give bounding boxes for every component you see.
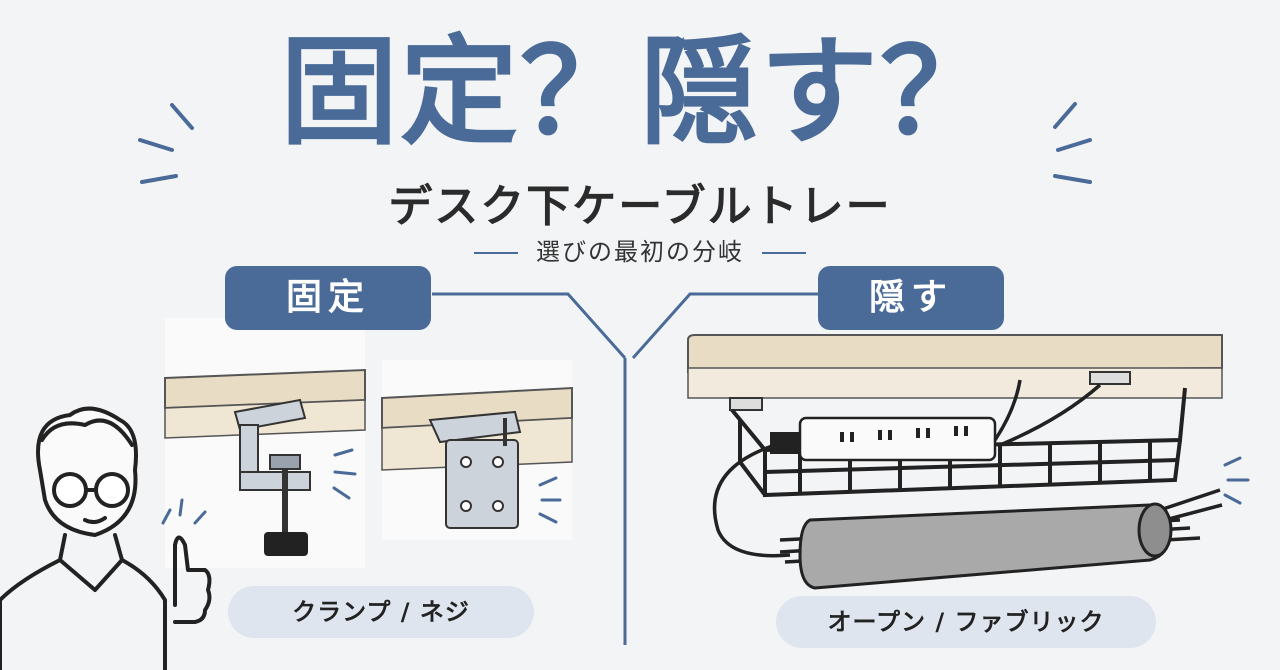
tagline-dash-right [762,252,806,254]
tagline: 選びの最初の分岐 [0,232,1280,267]
person-thumbs-up-illustration [0,406,212,670]
clamp-illustration [164,318,366,568]
tagline-text: 選びの最初の分岐 [536,238,744,266]
fix-types-pill: クランプ / ネジ [228,586,534,638]
main-title: 固定？隠す？ [0,27,1280,158]
hide-badge: 隠す [818,266,1004,330]
right-burst-icon [1053,102,1092,184]
title-part-fix: 固定？ [279,23,640,161]
fix-badge: 固定 [225,266,431,330]
subtitle: デスク下ケーブルトレー [388,181,892,232]
hide-types-pill: オープン / ファブリック [776,596,1156,648]
tagline-dash-left [474,252,518,254]
branch-lines [432,292,818,645]
bracket-illustration [381,360,573,540]
left-burst-icon [138,103,194,184]
title-part-hide: 隠す？ [640,23,1001,161]
cable-tray-illustration [687,334,1250,590]
